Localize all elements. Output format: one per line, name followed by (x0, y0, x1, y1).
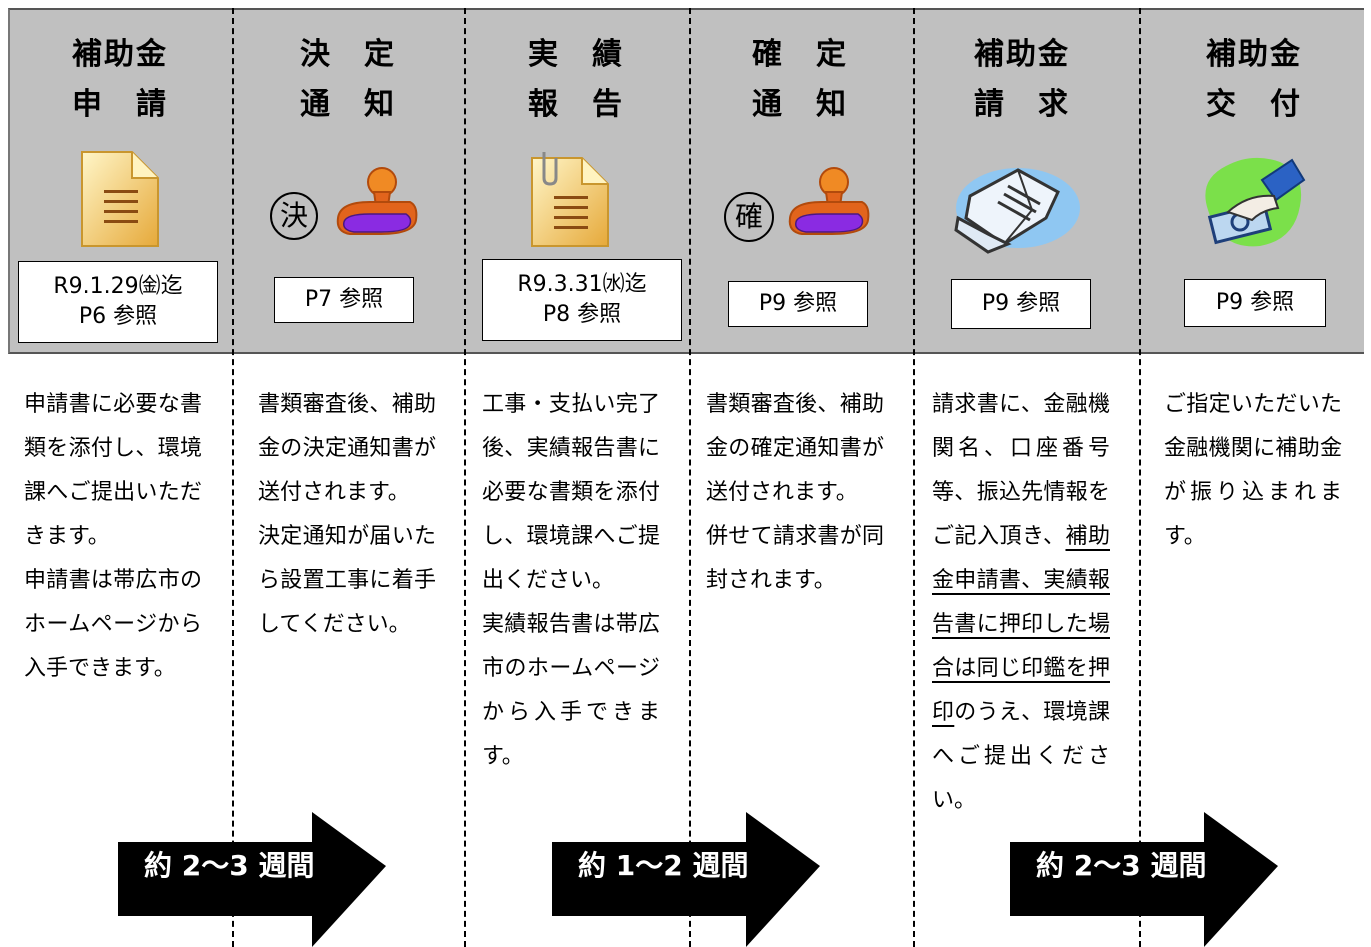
step-5-title: 補助金 請 求 (922, 30, 1122, 130)
description-paragraph: 申請書は帯広市のホームページから入手できます。 (24, 568, 202, 681)
step-title-line: 補助金 (1206, 37, 1302, 72)
duration-label: 約 1～2 週間 (578, 849, 749, 882)
reference-box: P9 参照 (1184, 279, 1326, 327)
description-paragraph: 書類審査後、補助金の決定通知書が送付されます。 (258, 392, 436, 505)
seal-mark: 確 (724, 192, 774, 242)
seal-mark: 決 (270, 192, 318, 240)
description-paragraph: 請求書に、金融機関名、口座番号等、振込先情報をご記入頂き、補助金申請書、実績報告… (932, 383, 1110, 823)
underlined-note: 補助金申請書、実績報告書に押印した場合は同じ印鑑を押印 (932, 524, 1110, 725)
description-paragraph: 実績報告書は帯広市のホームページから入手できます。 (482, 612, 660, 769)
column-divider (689, 8, 691, 947)
duration-arrow (1010, 812, 1278, 947)
step-title-line: 補助金 (72, 37, 168, 72)
money-hand-icon (1205, 157, 1306, 247)
description-text: のうえ、環境課へご提出ください。 (932, 700, 1110, 813)
column-divider (913, 8, 915, 947)
step-2-description: 書類審査後、補助金の決定通知書が送付されます。 決定通知が届いたら設置工事に着手… (258, 383, 436, 647)
reference-box: R9.3.31㈬迄 P8 参照 (482, 259, 682, 341)
column-divider (464, 8, 466, 947)
step-3-description: 工事・支払い完了後、実績報告書に必要な書類を添付し、環境課へご提出ください。 実… (482, 383, 660, 779)
step-title-line: 申 請 (72, 87, 168, 122)
page-reference: P6 参照 (78, 304, 158, 329)
reference-box: R9.1.29㈮迄 P6 参照 (18, 261, 218, 343)
step-5-description: 請求書に、金融機関名、口座番号等、振込先情報をご記入頂き、補助金申請書、実績報告… (932, 383, 1110, 823)
step-3-title: 実 績 報 告 (476, 30, 676, 130)
page-reference: P9 参照 (981, 291, 1061, 316)
step-title-line: 決 定 (300, 37, 396, 72)
reference-box: P9 参照 (728, 281, 868, 327)
step-title-line: 実 績 (528, 37, 624, 72)
invoice-icon (954, 168, 1080, 254)
step-2-title: 決 定 通 知 (248, 30, 448, 130)
description-paragraph: 決定通知が届いたら設置工事に着手してください。 (258, 524, 436, 637)
description-paragraph: 書類審査後、補助金の確定通知書が送付されます。 (706, 392, 884, 505)
description-paragraph: ご指定いただいた金融機関に補助金が振り込まれます。 (1164, 392, 1342, 549)
step-title-line: 通 知 (300, 87, 396, 122)
clipped-document-icon (531, 152, 609, 247)
deadline-text: R9.1.29㈮迄 (53, 274, 183, 299)
header-band (8, 8, 1364, 354)
step-title-line: 報 告 (528, 87, 624, 122)
duration-label: 約 2～3 週間 (1036, 849, 1207, 882)
step-6-title: 補助金 交 付 (1154, 30, 1354, 130)
deadline-text: R9.3.31㈬迄 (517, 272, 647, 297)
step-title-line: 通 知 (752, 87, 848, 122)
duration-label: 約 2～3 週間 (144, 849, 315, 882)
duration-arrow (118, 812, 386, 947)
step-title-line: 請 求 (974, 87, 1070, 122)
step-title-line: 交 付 (1206, 87, 1302, 122)
description-text: 請求書に、金融機関名、口座番号等、振込先情報をご記入頂き、 (932, 392, 1110, 549)
description-paragraph: 工事・支払い完了後、実績報告書に必要な書類を添付し、環境課へご提出ください。 (482, 392, 660, 593)
step-4-description: 書類審査後、補助金の確定通知書が送付されます。 併せて請求書が同封されます。 (706, 383, 884, 603)
step-6-description: ご指定いただいた金融機関に補助金が振り込まれます。 (1164, 383, 1342, 559)
page-reference: P8 参照 (542, 302, 622, 327)
stamp-icon (788, 167, 870, 235)
step-1-title: 補助金 申 請 (20, 30, 220, 130)
step-title-line: 確 定 (752, 37, 848, 72)
step-4-title: 確 定 通 知 (700, 30, 900, 130)
column-divider (1139, 8, 1141, 947)
page-reference: P9 参照 (1215, 290, 1295, 315)
description-paragraph: 併せて請求書が同封されます。 (706, 524, 884, 593)
stamp-icon (336, 167, 418, 235)
page-reference: P7 参照 (304, 287, 384, 312)
step-title-line: 補助金 (974, 37, 1070, 72)
step-1-description: 申請書に必要な書類を添付し、環境課へご提出いただきます。 申請書は帯広市のホーム… (24, 383, 202, 691)
page-reference: P9 参照 (758, 291, 838, 316)
column-divider (232, 8, 234, 947)
reference-box: P7 参照 (274, 277, 414, 323)
document-icon (81, 151, 159, 247)
reference-box: P9 参照 (951, 279, 1091, 329)
description-paragraph: 申請書に必要な書類を添付し、環境課へご提出いただきます。 (24, 392, 202, 549)
duration-arrow (552, 812, 820, 947)
